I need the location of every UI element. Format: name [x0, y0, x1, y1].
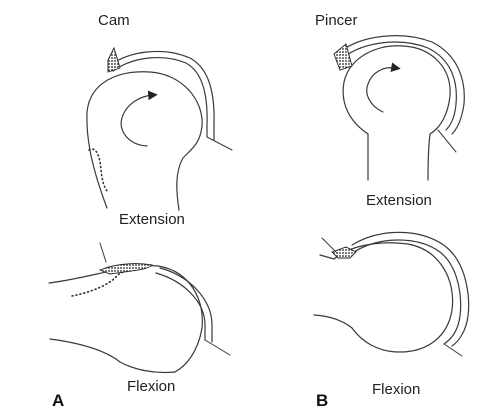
cam-lesion-flexion [98, 263, 153, 275]
cam-bump-outline [88, 148, 109, 193]
femoral-neck-lower-flexion [49, 338, 176, 374]
pincer-flexion-drawing [313, 231, 470, 357]
pincer-label: Pincer [315, 12, 358, 29]
acetabulum-outer-arc-b [339, 35, 465, 135]
labrum-line-b-flexion [443, 343, 463, 357]
acetabulum-outer-arc-b-flexion [351, 231, 470, 347]
rotation-arrow-icon [120, 90, 158, 147]
femoral-head-outline-flexion [48, 265, 203, 373]
panel-a: Cam Extension Flexion A [48, 12, 233, 410]
cam-contour-flexion [71, 268, 137, 297]
cam-pointer-flexion [99, 242, 107, 263]
femoral-neck-b-flexion-bottom [313, 314, 353, 329]
cam-flexion-caption: Flexion [127, 378, 175, 395]
pincer-flexion-caption: Flexion [372, 381, 420, 398]
rotation-arrow-icon-b [366, 62, 401, 113]
femoral-head-outline-b-flexion [333, 242, 454, 353]
cam-label: Cam [98, 12, 130, 29]
panel-b: Pincer Extension Flexion B [313, 12, 470, 410]
cam-lesion-marker [107, 46, 121, 73]
pincer-lesion-marker [333, 43, 353, 71]
acetabulum-outer-arc-flexion [159, 267, 213, 343]
acetabulum-inner-arc-b-flexion [353, 239, 462, 345]
labrum-line-flexion [204, 339, 231, 356]
acetabulum-inner-arc-b [343, 41, 457, 131]
cam-flexion-drawing [48, 242, 231, 374]
pincer-extension-drawing [333, 35, 465, 181]
pincer-pointer-flexion [321, 237, 337, 253]
panel-b-letter: B [316, 391, 328, 410]
labrum-line-b [437, 129, 457, 153]
femoral-neck-left [86, 111, 108, 209]
pincer-extension-caption: Extension [366, 192, 432, 209]
femoral-head-outline [86, 71, 203, 211]
pincer-lesion-flexion [331, 246, 357, 259]
cam-extension-drawing [86, 46, 233, 211]
labrum-line [206, 136, 233, 151]
panel-a-letter: A [52, 391, 64, 410]
acetabulum-inner-arc-flexion [155, 272, 206, 341]
cam-extension-caption: Extension [119, 211, 185, 228]
femoral-head-outline-b [342, 45, 451, 135]
acetabulum-outer-arc [108, 50, 215, 141]
acetabulum-inner-arc [112, 57, 208, 138]
femoral-neck-b-flexion-top [319, 254, 335, 260]
femoral-neck-b-right [427, 133, 431, 181]
